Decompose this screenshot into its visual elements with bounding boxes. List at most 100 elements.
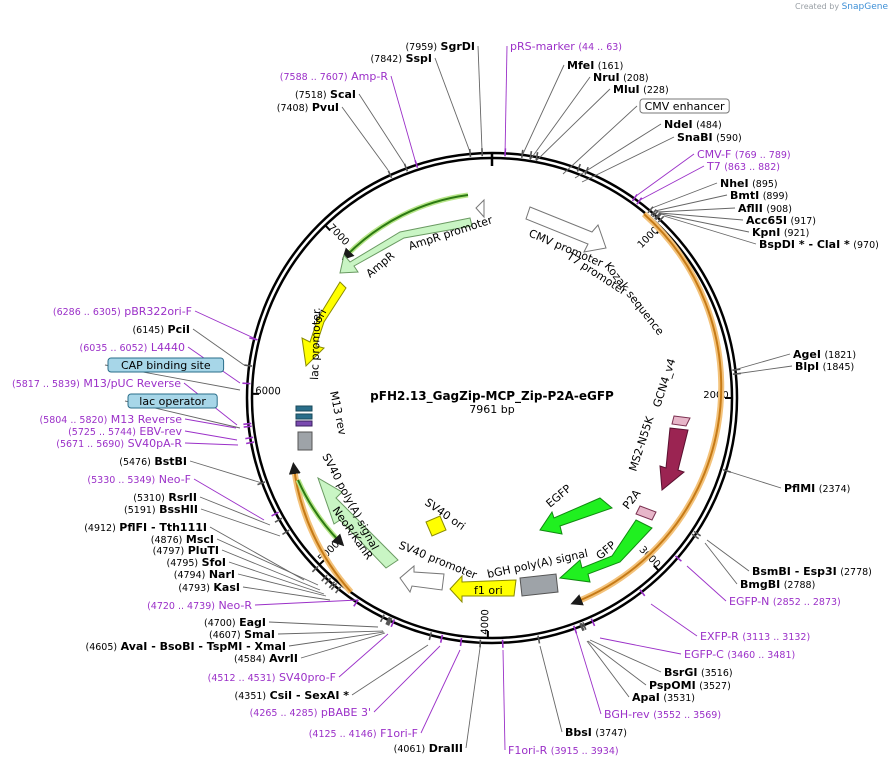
label-leader — [654, 194, 728, 212]
label-leader — [575, 631, 602, 715]
label-leader — [184, 418, 237, 429]
primer-site-label: (5330 .. 5349) Neo-F — [87, 473, 191, 486]
site-marker — [580, 622, 585, 631]
primer-site-label: (4512 .. 4531) SV40pro-F — [208, 671, 336, 684]
enzyme-site-label: (4794) NarI — [174, 568, 235, 581]
plasmid-name: pFH2.13_GagZip-MCP_Zip-P2A-eGFP — [370, 389, 614, 404]
site-marker — [650, 209, 657, 217]
label-f1ori: f1 ori — [474, 584, 503, 597]
label-kozak: Kozak sequence — [602, 260, 667, 338]
enzyme-site-label: (4607) SmaI — [209, 628, 275, 641]
site-marker — [324, 577, 332, 585]
label-leader — [574, 123, 662, 179]
feature-tag-label: CAP binding site — [121, 359, 211, 372]
label-leader — [351, 644, 429, 696]
gfp-arrow — [558, 519, 653, 583]
primer-site-label: T7 (863 .. 882) — [706, 160, 780, 173]
enzyme-site-label: (4700) EagI — [204, 616, 266, 629]
label-leader — [656, 207, 736, 213]
primer-site-label: EGFP-C (3460 .. 3481) — [684, 648, 795, 661]
site-marker — [257, 481, 266, 486]
label-egfp: EGFP — [544, 482, 574, 510]
credit-prefix: Created by — [795, 2, 840, 11]
ms2-arrow — [659, 427, 689, 491]
cmv-promoter-arrow — [525, 206, 607, 253]
site-marker — [590, 618, 596, 627]
site-marker — [674, 555, 682, 562]
label-leader — [733, 353, 791, 371]
site-marker — [274, 517, 283, 523]
lac-operator-box — [295, 405, 313, 412]
feature-tag-box — [639, 98, 730, 114]
label-leader — [192, 328, 245, 366]
label-leader — [639, 165, 705, 201]
site-marker — [428, 632, 433, 641]
bgh-box — [519, 573, 559, 597]
enzyme-site-label: (5191) BssHII — [124, 503, 198, 516]
label-leader — [502, 649, 506, 751]
enzyme-site-label: AflII (908) — [738, 202, 792, 215]
label-leader — [268, 621, 379, 628]
site-marker — [459, 637, 463, 647]
site-marker — [385, 616, 391, 625]
label-leader — [228, 561, 325, 595]
ampr-arrow — [339, 217, 473, 274]
enzyme-site-label: NdeI (484) — [664, 118, 722, 131]
enzyme-site-label: (4351) CsiI - SexAI * — [235, 689, 350, 702]
enzyme-site-label: AgeI (1821) — [793, 348, 856, 361]
site-marker — [693, 530, 702, 537]
enzyme-site-label: Acc65I (917) — [746, 214, 816, 227]
label-leader — [420, 649, 461, 734]
primer-site-label: (7588 .. 7607) Amp-R — [280, 70, 389, 83]
enzyme-site-label: (4876) MscI — [151, 533, 214, 546]
primer-site-label: (5817 .. 5839) M13/pUC Reverse — [12, 377, 181, 390]
label-leader — [221, 549, 321, 591]
site-marker — [334, 586, 342, 594]
label-leader — [723, 469, 782, 489]
label-leader — [535, 88, 611, 162]
site-marker — [311, 565, 319, 573]
enzyme-site-label: BsrGI (3516) — [664, 666, 733, 679]
sv40-polya-box — [297, 431, 313, 451]
label-leader — [589, 639, 662, 673]
site-marker — [245, 436, 254, 440]
label-leader — [465, 647, 481, 749]
feature-tag-box — [107, 357, 225, 373]
label-m13-rev: M13 rev — [327, 390, 349, 437]
site-marker — [439, 634, 444, 643]
label-leader — [659, 212, 744, 221]
enzyme-site-label: (4797) PluTI — [153, 544, 219, 557]
site-marker — [631, 193, 638, 202]
site-marker — [732, 372, 741, 376]
enzyme-site-label: PspOMI (3527) — [649, 679, 731, 692]
primer-site-label: (5671 .. 5690) SV40pA-R — [56, 437, 182, 450]
enzyme-site-label: (7518) ScaI — [295, 88, 356, 101]
label-leader — [338, 633, 389, 678]
site-marker — [387, 617, 393, 626]
primer-site-label: EGFP-N (2852 .. 2873) — [729, 595, 841, 608]
feature-tag-box — [127, 393, 218, 409]
enzyme-site-label: (7959) SgrDI — [405, 40, 475, 53]
label-leader — [734, 365, 793, 375]
ruler-tick — [318, 559, 326, 566]
label-lac-promoter: lac promoter — [308, 309, 323, 380]
label-leader — [341, 106, 389, 171]
site-marker — [387, 170, 393, 179]
egfp-arrow — [539, 497, 614, 535]
f1ori-arrow — [449, 574, 517, 604]
enzyme-site-label: BmgBI (2788) — [740, 578, 815, 591]
label-leader — [539, 645, 563, 733]
label-leader — [504, 45, 508, 157]
site-marker — [584, 166, 589, 175]
site-marker — [732, 368, 741, 371]
snapgene-credit: Created by SnapGene — [795, 2, 888, 12]
site-marker — [639, 589, 646, 597]
site-marker — [722, 468, 732, 473]
label-leader — [599, 637, 682, 655]
site-marker — [243, 425, 252, 428]
ruler-tick-label: 2000 — [703, 390, 728, 401]
label-leader — [521, 64, 565, 157]
site-marker — [244, 364, 253, 367]
enzyme-site-label: BsmBI - Esp3I (2778) — [752, 565, 872, 578]
sv40-promoter-arrow — [399, 564, 445, 594]
